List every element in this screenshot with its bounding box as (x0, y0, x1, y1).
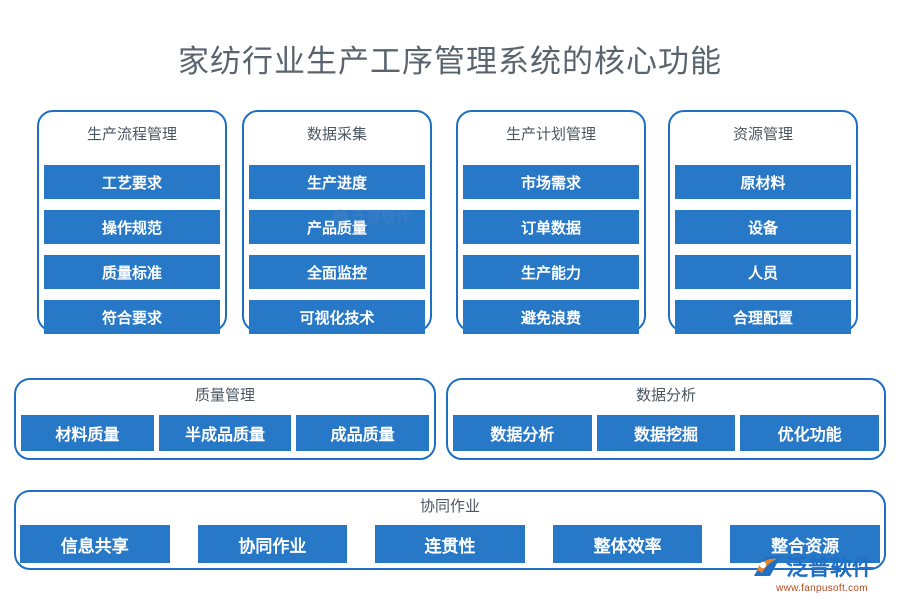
list-item[interactable]: 市场需求 (463, 165, 639, 199)
list-item[interactable]: 连贯性 (375, 525, 525, 563)
card-data-analysis[interactable]: 数据分析 数据分析 数据挖掘 优化功能 (446, 378, 886, 460)
card-title: 协同作业 (419, 499, 480, 515)
card-quality-management[interactable]: 质量管理 材料质量 半成品质量 成品质量 (14, 378, 436, 460)
list-item[interactable]: 质量标准 (44, 255, 220, 289)
card-item-list: 原材料 设备 人员 合理配置 (675, 165, 851, 334)
card-item-list: 信息共享 协同作业 连贯性 整体效率 整合资源 (20, 525, 880, 563)
list-item[interactable]: 工艺要求 (44, 165, 220, 199)
list-item[interactable]: 避免浪费 (463, 300, 639, 334)
card-item-list: 工艺要求 操作规范 质量标准 符合要求 (44, 165, 220, 334)
list-item[interactable]: 信息共享 (20, 525, 170, 563)
card-title: 质量管理 (194, 388, 255, 404)
card-resource-management[interactable]: 资源管理 原材料 设备 人员 合理配置 (668, 110, 858, 334)
page-title: 家纺行业生产工序管理系统的核心功能 (178, 44, 722, 79)
list-item[interactable]: 半成品质量 (158, 415, 292, 451)
card-title: 生产计划管理 (505, 127, 596, 143)
list-item[interactable]: 原材料 (675, 165, 851, 199)
list-item[interactable]: 生产能力 (463, 255, 639, 289)
card-item-list: 生产进度 产品质量 全面监控 可视化技术 (249, 165, 425, 334)
list-item[interactable]: 数据分析 (453, 415, 592, 451)
card-title: 生产流程管理 (86, 127, 177, 143)
card-data-collection[interactable]: 数据采集 生产进度 产品质量 全面监控 可视化技术 (242, 110, 432, 334)
card-title: 数据采集 (306, 127, 367, 143)
list-item[interactable]: 操作规范 (44, 210, 220, 244)
logo-url: www.fanpusoft.com (776, 583, 868, 594)
list-item[interactable]: 材料质量 (21, 415, 154, 451)
card-item-list: 市场需求 订单数据 生产能力 避免浪费 (463, 165, 639, 334)
list-item[interactable]: 设备 (675, 210, 851, 244)
list-item[interactable]: 人员 (675, 255, 851, 289)
list-item[interactable]: 产品质量 (249, 210, 425, 244)
list-item[interactable]: 成品质量 (296, 415, 430, 451)
card-title: 数据分析 (635, 388, 696, 404)
list-item[interactable]: 符合要求 (44, 300, 220, 334)
list-item[interactable]: 可视化技术 (249, 300, 425, 334)
list-item[interactable]: 整合资源 (730, 525, 880, 563)
list-item[interactable]: 合理配置 (675, 300, 851, 334)
list-item[interactable]: 生产进度 (249, 165, 425, 199)
list-item[interactable]: 优化功能 (740, 415, 880, 451)
list-item[interactable]: 数据挖掘 (596, 415, 736, 451)
card-production-process[interactable]: 生产流程管理 工艺要求 操作规范 质量标准 符合要求 (37, 110, 227, 334)
list-item[interactable]: 整体效率 (552, 525, 703, 563)
card-title: 资源管理 (732, 127, 793, 143)
list-item[interactable]: 订单数据 (463, 210, 639, 244)
card-item-list: 数据分析 数据挖掘 优化功能 (453, 415, 880, 451)
card-production-planning[interactable]: 生产计划管理 市场需求 订单数据 生产能力 避免浪费 (456, 110, 646, 334)
card-item-list: 材料质量 半成品质量 成品质量 (21, 415, 430, 451)
card-collaborative-work[interactable]: 协同作业 信息共享 协同作业 连贯性 整体效率 整合资源 (14, 490, 886, 570)
list-item[interactable]: 全面监控 (249, 255, 425, 289)
list-item[interactable]: 协同作业 (197, 525, 348, 563)
